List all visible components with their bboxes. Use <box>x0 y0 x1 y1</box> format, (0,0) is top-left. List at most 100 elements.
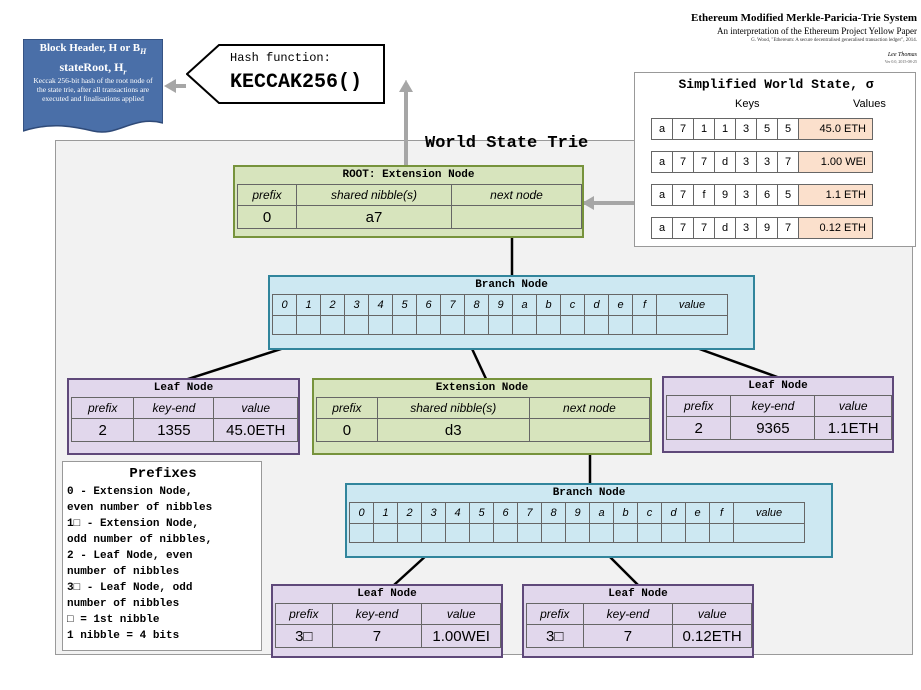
branch-slot-label: 6 <box>416 294 441 316</box>
branch-slot-label: e <box>608 294 633 316</box>
node-title: Extension Node <box>435 382 529 394</box>
value-key-end: 7 <box>582 624 674 648</box>
header-key-end: key-end <box>730 395 816 417</box>
node-table: prefix shared nibble(s) next node 0 a7 <box>237 184 582 229</box>
state-root-label: stateRoot, Hr <box>59 60 127 77</box>
node-title: Branch Node <box>475 279 548 291</box>
header-prefix: prefix <box>70 397 135 419</box>
key-nibble: d <box>714 151 736 173</box>
branch-slot-label: d <box>661 502 686 524</box>
key-nibble: a <box>651 118 673 140</box>
node-title: Leaf Node <box>608 588 668 600</box>
branch-slot-label: 2 <box>320 294 345 316</box>
key-nibble: 7 <box>777 217 799 239</box>
node-table: prefix shared nibble(s) next node 0 d3 <box>316 397 651 442</box>
callout-shape <box>186 44 385 104</box>
key-nibble: 7 <box>672 118 694 140</box>
node-table: prefix key-end value 3□ 7 1.00WEI <box>275 603 501 648</box>
header-key-end: key-end <box>331 603 423 625</box>
prefix-line: 2 - Leaf Node, even <box>67 550 193 562</box>
prefix-line: odd number of nibbles, <box>67 534 213 546</box>
key-nibble: 1 <box>714 118 736 140</box>
key-nibble: a <box>651 151 673 173</box>
branch-slot-label: 5 <box>392 294 417 316</box>
header-shared-nibbles: shared nibble(s) <box>376 397 530 419</box>
key-nibble: 6 <box>756 184 778 206</box>
value-key-end: 1355 <box>133 418 215 442</box>
branch-slot-label: e <box>685 502 710 524</box>
branch-slot-label: b <box>536 294 561 316</box>
branch-slot-label: 1 <box>373 502 398 524</box>
branch-slot-label: d <box>584 294 609 316</box>
branch-slot-label: c <box>637 502 662 524</box>
branch-slot-label: b <box>613 502 638 524</box>
header-value: value <box>213 397 298 419</box>
keys-label: Keys <box>735 98 760 110</box>
value-value: 1.1ETH <box>814 416 892 440</box>
header-prefix: prefix <box>316 397 378 419</box>
paper-title: Ethereum Modified Merkle-Paricia-Trie Sy… <box>691 12 917 24</box>
key-nibble: d <box>714 217 736 239</box>
prefix-line: number of nibbles <box>67 566 180 578</box>
value-value: 1.00WEI <box>421 624 501 648</box>
simplified-world-state: Simplified World State, σ Keys Values a … <box>634 72 916 247</box>
branch-slot-label: 2 <box>397 502 422 524</box>
branch-slot-label: a <box>589 502 614 524</box>
branch-slot-label: 4 <box>445 502 470 524</box>
paper-subtitle: An interpretation of the Ethereum Projec… <box>717 26 917 36</box>
value-value: 0.12ETH <box>672 624 752 648</box>
value-prefix: 3□ <box>526 624 584 648</box>
paper-author: Lee Thomas <box>887 52 917 58</box>
state-value: 45.0 ETH <box>798 118 873 140</box>
header-next-node: next node <box>451 184 582 206</box>
branch-slot-label: f <box>632 294 657 316</box>
prefix-line: 0 - Extension Node, <box>67 486 193 498</box>
prefix-line: 1□ - Extension Node, <box>67 518 200 530</box>
header-prefix: prefix <box>526 603 584 625</box>
header-value: value <box>814 395 892 417</box>
key-nibble: 3 <box>735 151 757 173</box>
key-nibble: 9 <box>756 217 778 239</box>
node-title: Leaf Node <box>153 382 214 394</box>
prefix-line: □ = 1st nibble <box>67 614 160 626</box>
key-nibble: 7 <box>777 151 799 173</box>
header-next-node: next node <box>528 397 651 419</box>
leaf-node-4: Leaf Node prefix key-end value 3□ 7 0.12… <box>522 584 754 658</box>
value-prefix: 0 <box>237 205 297 229</box>
values-label: Values <box>853 98 886 110</box>
branch-slot-label: 1 <box>296 294 321 316</box>
block-header-title: Block Header, H or BH <box>39 42 147 57</box>
header-prefix: prefix <box>275 603 333 625</box>
branch-slot-label: 8 <box>541 502 566 524</box>
root-extension-node: ROOT: Extension Node prefix shared nibbl… <box>233 165 584 238</box>
value-shared-nibbles: a7 <box>296 205 452 229</box>
leaf-node-3: Leaf Node prefix key-end value 3□ 7 1.00… <box>271 584 503 658</box>
node-table: prefix key-end value 3□ 7 0.12ETH <box>526 603 752 648</box>
world-state-title: Simplified World State, σ <box>678 77 874 92</box>
value-next-node <box>528 418 651 442</box>
header-value: value <box>421 603 501 625</box>
branch-node-1: Branch Node 0 1 2 3 4 5 6 7 8 9 a b c d … <box>268 275 755 350</box>
state-value: 1.00 WEI <box>798 151 873 173</box>
key-nibble: 3 <box>735 184 757 206</box>
document-shape <box>23 39 163 133</box>
paper-date: Ver 0.0, 2015-08-25 <box>884 59 917 64</box>
header-prefix: prefix <box>665 395 732 417</box>
prefix-line: 3□ - Leaf Node, odd <box>67 582 193 594</box>
key-nibble: 3 <box>756 151 778 173</box>
key-nibble: 7 <box>672 151 694 173</box>
branch-node-2: Branch Node 0 1 2 3 4 5 6 7 8 9 a b c d … <box>345 483 833 558</box>
key-nibble: a <box>651 184 673 206</box>
paper-citation: G. Wood, "Ethereum: A secure decentralis… <box>751 38 917 43</box>
value-prefix: 2 <box>665 416 732 440</box>
block-header-document: Block Header, H or BH stateRoot, Hr Kecc… <box>23 39 163 133</box>
key-nibble: 1 <box>693 118 715 140</box>
prefixes-legend: Prefixes 0 - Extension Node, even number… <box>62 461 262 651</box>
node-table: prefix key-end value 2 1355 45.0ETH <box>70 397 298 442</box>
key-nibble: 3 <box>735 118 757 140</box>
prefixes-title: Prefixes <box>129 466 197 482</box>
node-title: Branch Node <box>552 487 626 499</box>
branch-slot-label: 0 <box>272 294 297 316</box>
header-prefix: prefix <box>237 184 297 206</box>
value-key-end: 9365 <box>730 416 816 440</box>
